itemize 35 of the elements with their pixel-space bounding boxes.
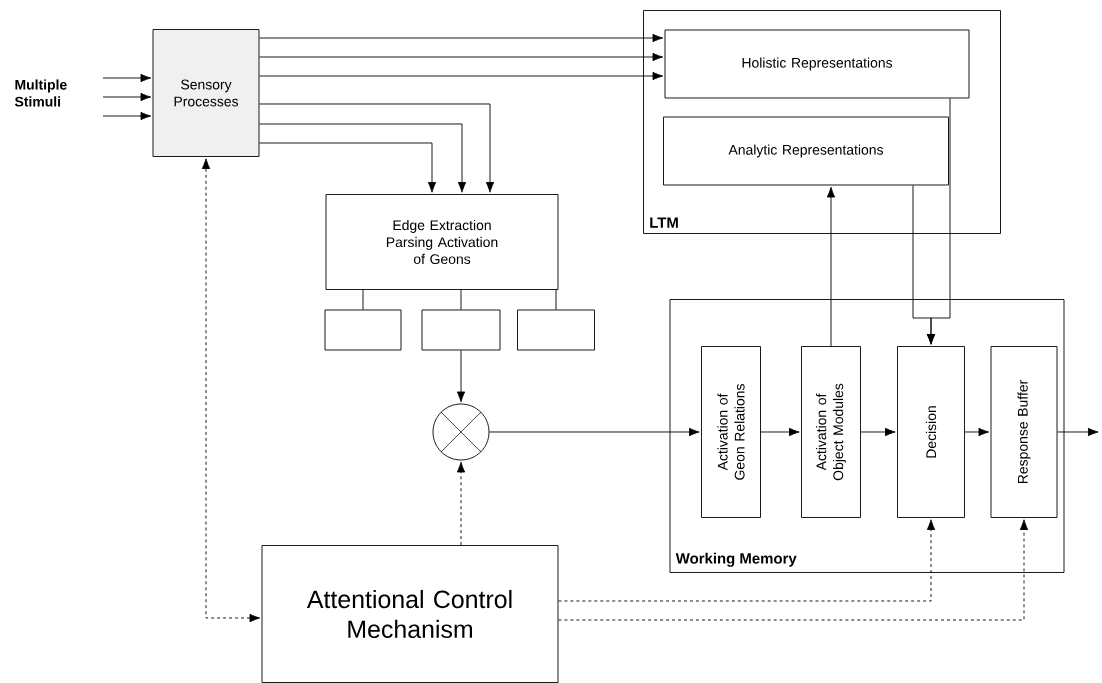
arrow (259, 71, 664, 81)
arrow (558, 519, 1029, 621)
process-box: Edge Extraction Parsing Activation of Geons (325, 194, 559, 290)
arrow (456, 461, 466, 546)
multiplier-circle (432, 403, 490, 461)
empty-box (517, 309, 595, 351)
arrow (760, 427, 800, 437)
arrow (259, 52, 664, 62)
process-box: Activation of Object Modules (801, 346, 861, 518)
process-box: Sensory Processes (152, 29, 260, 157)
process-box: Holistic Representations (664, 29, 970, 99)
arrow (102, 92, 152, 102)
arrow (964, 427, 990, 437)
stimuli-label: Multiple Stimuli (14, 79, 67, 107)
arrow (259, 103, 495, 193)
process-box: Activation of Geon Relations (701, 346, 761, 518)
arrow (259, 142, 437, 193)
empty-box (324, 309, 402, 351)
process-box: Analytic Representations (663, 116, 949, 186)
arrow (926, 98, 951, 345)
process-box: Response Buffer (990, 346, 1058, 518)
arrow (201, 158, 261, 623)
process-box: Decision (897, 346, 965, 518)
control-box: Attentional Control Mechanism (261, 545, 559, 683)
arrow (860, 427, 896, 437)
arrow (259, 33, 664, 43)
arrow (456, 350, 466, 403)
empty-box (421, 309, 501, 351)
arrow (1057, 427, 1099, 437)
arrow (489, 427, 700, 437)
arrow (826, 186, 836, 347)
arrow (558, 519, 936, 602)
arrow (102, 111, 152, 121)
arrow (259, 123, 467, 193)
arrow (102, 73, 152, 83)
